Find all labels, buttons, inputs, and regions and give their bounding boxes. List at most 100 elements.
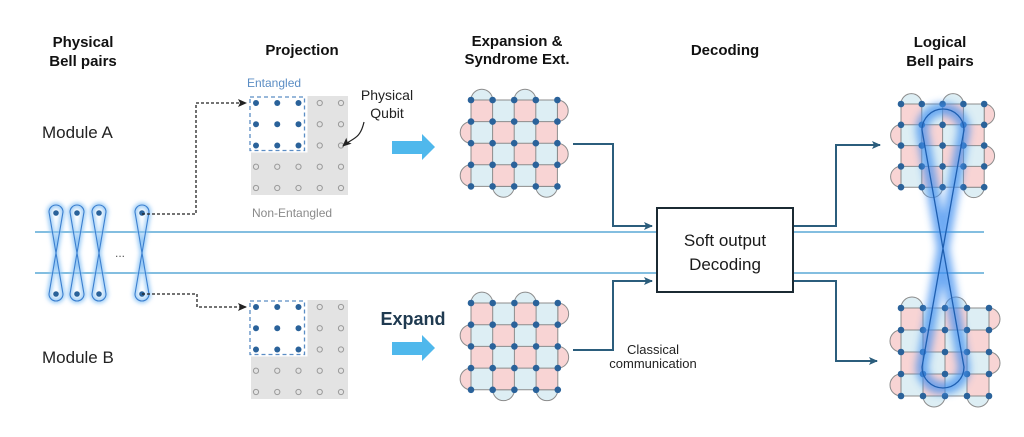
boundary-stabilizer-bottom: [492, 389, 515, 402]
data-qubit: [467, 343, 475, 350]
data-qubit: [489, 118, 496, 125]
data-qubit: [939, 183, 946, 191]
non-entangled-qubit: [316, 346, 323, 353]
data-qubit: [511, 343, 518, 350]
data-qubit: [897, 348, 905, 356]
logical-loop-outline: [921, 108, 965, 389]
data-qubit: [489, 343, 497, 350]
boundary-stabilizer-left: [459, 121, 472, 144]
entangled-qubit: [295, 325, 302, 332]
boundary-stabilizer-right: [556, 142, 569, 166]
boundary-stabilizer-top: [513, 88, 537, 101]
data-qubit: [489, 161, 496, 169]
stabilizer-plaquette: [492, 100, 515, 122]
bell-pair-loop: [69, 204, 85, 302]
stabilizer-plaquette: [471, 121, 493, 144]
data-qubit: [939, 163, 946, 170]
syndrome-arrow-module-a: [573, 143, 653, 230]
data-qubit: [489, 321, 497, 329]
stabilizer-plaquette: [492, 164, 515, 187]
module-a-label: Module A: [42, 123, 114, 142]
physical-qubit-pointer-arrow: [342, 121, 365, 147]
boundary-stabilizer-left: [459, 367, 472, 391]
data-qubit: [511, 299, 518, 307]
stabilizer-plaquette: [967, 352, 989, 374]
stabilizer-plaquette: [901, 374, 923, 396]
stabilizer-plaquette: [535, 164, 558, 187]
stabilizer-plaquette: [514, 368, 537, 390]
boundary-stabilizer-left: [459, 324, 472, 347]
header-decoding: Decoding: [691, 42, 759, 59]
data-qubit: [963, 326, 971, 334]
physical-bell-pairs: [46, 203, 152, 303]
data-qubit: [489, 139, 496, 147]
stabilizer-plaquette: [471, 346, 493, 369]
data-qubit: [489, 299, 497, 307]
header-physical-bell-pairs-line1: Physical: [53, 34, 114, 51]
data-qubit: [532, 139, 540, 147]
data-qubit: [941, 304, 949, 312]
dashed-connector-module-a: [142, 99, 247, 215]
decoder-label-line1: Soft output: [684, 231, 767, 250]
stabilizer-plaquette: [536, 368, 558, 390]
non-entangled-qubit: [295, 163, 302, 170]
stabilizer-plaquette: [901, 308, 923, 330]
non-entangled-qubit: [316, 388, 323, 396]
non-entangled-qubit: [337, 367, 345, 374]
non-entangled-qubit: [337, 163, 345, 170]
boundary-stabilizer-left: [890, 165, 902, 188]
data-qubit: [532, 386, 540, 394]
boundary-stabilizer-bottom: [966, 395, 990, 408]
surface-code-expanded-module-b: [459, 291, 570, 402]
data-qubit: [554, 96, 561, 104]
entangled-qubit: [253, 304, 259, 310]
header-projection: Projection: [265, 42, 338, 59]
non-entangled-qubit: [295, 388, 302, 396]
data-qubit: [532, 161, 540, 169]
non-entangled-qubit: [252, 388, 260, 396]
data-qubit: [985, 370, 993, 378]
data-qubit: [554, 343, 562, 350]
data-qubit: [897, 163, 905, 170]
stabilizer-plaquette: [492, 368, 515, 390]
data-qubit: [467, 139, 475, 147]
data-qubit: [489, 96, 496, 104]
non-entangled-qubit: [337, 99, 345, 107]
boundary-stabilizer-bottom: [962, 186, 985, 199]
boundary-stabilizer-left: [459, 164, 472, 187]
data-qubit: [897, 326, 905, 334]
boundary-stabilizer-top: [470, 88, 494, 101]
bell-pair: [89, 203, 109, 303]
entangled-qubit: [274, 121, 281, 128]
data-qubit: [897, 142, 905, 149]
non-entangled-qubit: [316, 184, 323, 192]
data-qubit: [554, 118, 561, 125]
stabilizer-plaquette: [535, 100, 558, 122]
data-qubit: [511, 364, 518, 372]
entangled-qubit: [274, 304, 281, 310]
expand-arrow-module-a: [392, 134, 435, 160]
boundary-stabilizer-right: [983, 103, 996, 126]
data-qubit: [918, 100, 926, 108]
stabilizer-plaquette: [471, 303, 493, 325]
data-qubit: [985, 348, 993, 356]
non-entangled-qubit: [316, 325, 323, 332]
physical-qubit-label-line2: Qubit: [370, 105, 404, 121]
data-qubit: [985, 304, 993, 312]
data-qubit: [897, 304, 905, 312]
data-qubit: [554, 321, 562, 329]
entangled-qubit: [295, 100, 302, 106]
bell-pair-qubit-module-a: [74, 210, 80, 216]
bell-pair-qubit-module-b: [74, 291, 80, 297]
boundary-stabilizer-bottom: [535, 185, 558, 198]
data-qubit: [554, 364, 562, 372]
data-qubit: [489, 183, 496, 190]
boundary-stabilizer-top: [513, 291, 537, 304]
stabilizer-plaquette: [492, 121, 515, 144]
decoder-box-border: [656, 207, 794, 293]
expand-arrow-module-b: [392, 335, 435, 361]
output-arrow-module-b: [793, 280, 878, 365]
bell-pair: [46, 203, 66, 303]
boundary-stabilizer-right: [557, 345, 570, 369]
data-qubit: [980, 163, 988, 170]
